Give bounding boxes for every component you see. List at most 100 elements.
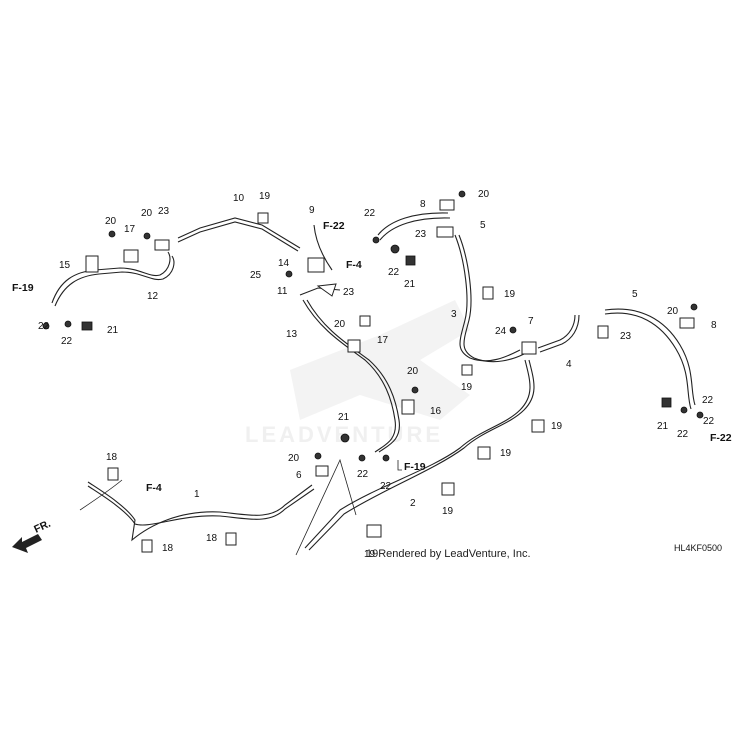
clip-18c [225,532,237,546]
ref-f4-center: F-4 [346,259,362,271]
label-25: 25 [250,270,262,281]
label-21d: 21 [657,421,669,432]
clamp-23 [154,239,170,251]
clip-19c [441,482,455,496]
block-14 [307,257,325,273]
label-22e: 22 [357,469,369,480]
label-19c: 19 [461,382,473,393]
arrow-icon [12,534,42,553]
label-14: 14 [278,258,290,269]
front-direction-indicator: FR. [12,518,53,553]
clip-19 [482,286,494,300]
bolt-20 [458,190,466,198]
label-22b: 22 [61,336,73,347]
label-17: 17 [124,224,136,235]
label-22c: 22 [364,208,376,219]
label-22g: 22 [702,395,714,406]
brake-pipe-3 [454,234,525,376]
label-21b: 21 [404,279,416,290]
washer-22b [64,320,72,328]
label-7: 7 [528,316,534,327]
hose-block-15 [85,255,99,273]
label-22h: 22 [677,429,689,440]
clip-19 [257,212,269,224]
bolt-20b [143,232,151,240]
watermark-logo: LEADVENTURE [245,300,470,447]
brake-pipe-2 [304,359,545,551]
bolt-21 [340,433,350,443]
part-16 [401,399,415,415]
label-19: 19 [259,191,271,202]
label-18b: 18 [162,543,174,554]
label-21c: 21 [338,412,350,423]
label-19g: 19 [364,549,376,560]
label-13: 13 [286,329,298,340]
label-5b: 5 [632,289,638,300]
label-19f: 19 [442,506,454,517]
label-19e: 19 [500,448,512,459]
direction-label: FR. [32,518,52,536]
label-20: 20 [105,216,117,227]
label-9: 9 [309,205,315,216]
label-20f: 20 [288,453,300,464]
label-4: 4 [566,359,572,370]
junction-7 [509,314,580,355]
label-22i: 22 [703,416,715,427]
bolt-20 [314,452,322,460]
bolt-21 [405,255,416,266]
clip-8 [439,199,455,211]
ref-f19-left: F-19 [12,282,34,294]
part-labels: 1 2 3 4 5 5 6 7 8 8 9 10 11 12 13 14 15 … [38,189,717,560]
label-19b: 19 [504,289,516,300]
washer-22 [42,322,50,330]
label-24: 24 [495,326,507,337]
label-22d: 22 [388,267,400,278]
bolt-25 [285,270,293,278]
clip-18b [141,539,153,553]
label-23: 23 [158,206,170,217]
label-23c: 23 [343,287,355,298]
middle-hose-13 [302,299,419,462]
washer-22b [382,454,390,462]
clip-19b [461,364,473,376]
right-hose-5 [597,303,704,419]
brake-pipe-10 [177,212,301,252]
clip-19 [531,419,545,433]
label-8: 8 [420,199,426,210]
clamp-23 [436,226,454,238]
clip-19b [477,446,491,460]
label-15: 15 [59,260,71,271]
label-18: 18 [106,452,118,463]
clamp-23 [597,325,609,339]
ref-arrow [397,460,402,471]
ref-f22-center: F-22 [323,220,345,232]
bolt-20 [690,303,698,311]
label-10: 10 [233,193,245,204]
clip-23 [316,283,337,297]
washer-22b [696,411,704,419]
label-19d: 19 [551,421,563,432]
label-16: 16 [430,406,442,417]
label-22: 22 [38,321,50,332]
label-20g: 20 [667,306,679,317]
label-23d: 23 [620,331,632,342]
part-6 [315,465,329,477]
label-20b: 20 [141,208,153,219]
label-17b: 17 [377,335,389,346]
clip-18 [107,467,119,481]
label-1: 1 [194,489,200,500]
joint-7 [521,341,537,355]
ref-f4-left: F-4 [146,482,162,494]
label-8b: 8 [711,320,717,331]
clip-19d [366,524,382,538]
bolt-21 [661,397,672,408]
ref-f22-right: F-22 [710,432,732,444]
label-5: 5 [480,220,486,231]
label-20c: 20 [478,189,490,200]
clip-17 [347,339,361,353]
label-11: 11 [277,286,288,297]
reference-labels: F-19 F-19 F-22 F-22 F-4 F-4 [12,220,732,494]
brake-pipe-1 [79,452,329,553]
